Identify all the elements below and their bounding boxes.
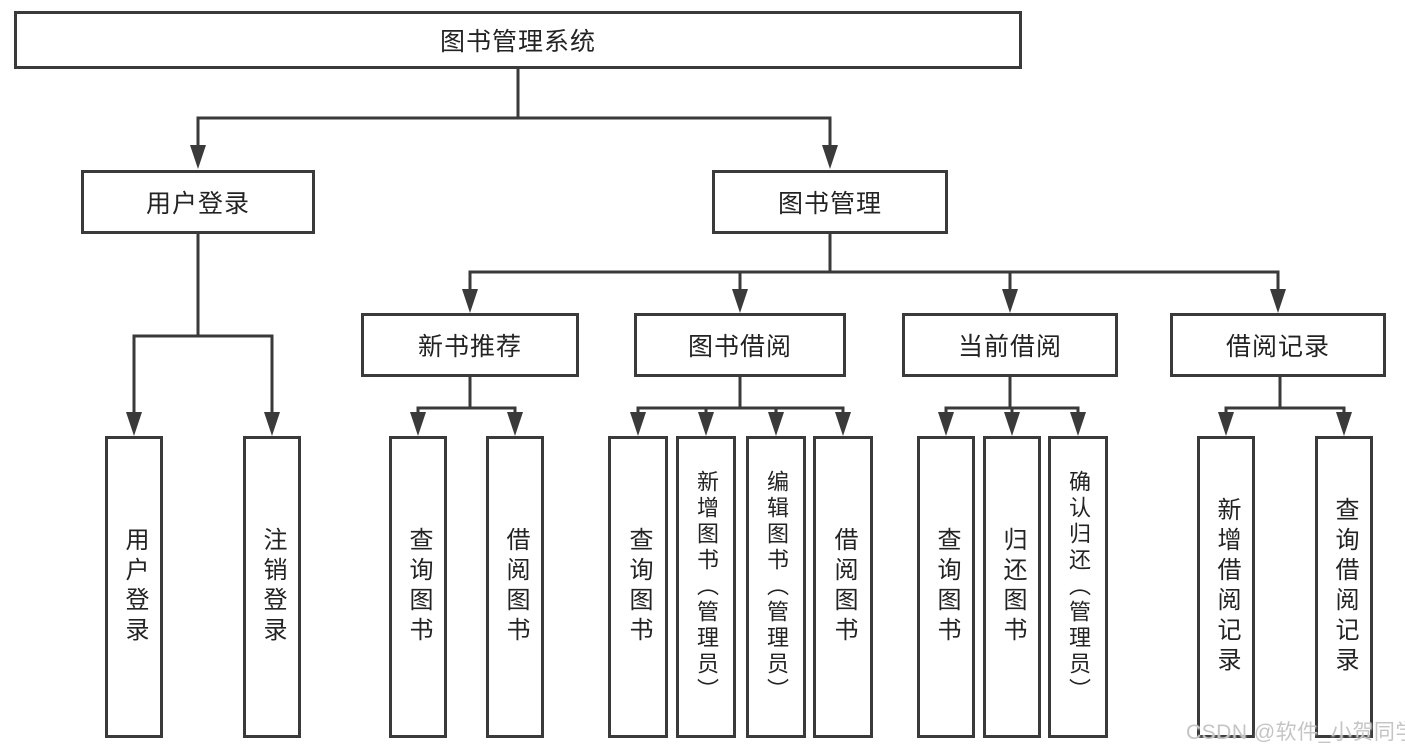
arrowhead	[264, 412, 280, 436]
arrowhead	[507, 412, 523, 436]
arrowheads	[126, 145, 1352, 436]
node-user-login: 用户登录	[81, 170, 315, 234]
edge-borrow-to-leaves	[636, 375, 845, 416]
leaf-query-books-borrow: 查询图书	[608, 436, 668, 738]
csdn-watermark: CSDN @软件_小贺同学	[1186, 721, 1405, 744]
arrowhead	[190, 145, 206, 169]
leaf-user-login: 用户登录	[105, 436, 163, 738]
arrowhead	[462, 289, 478, 313]
leaf-borrow-books-recommend: 借阅图书	[486, 436, 544, 738]
arrowhead	[1270, 289, 1286, 313]
edge-book-mgmt-to-level3	[468, 232, 1280, 293]
edge-current-to-leaves	[944, 375, 1080, 416]
leaf-query-borrow-record: 查询借阅记录	[1315, 436, 1373, 738]
arrowhead	[1002, 289, 1018, 313]
arrowhead	[1336, 412, 1352, 436]
leaf-logout: 注销登录	[243, 436, 301, 738]
arrowhead	[1218, 412, 1234, 436]
edge-user-login-to-leaves	[132, 232, 274, 416]
leaf-borrow-books: 借阅图书	[813, 436, 873, 738]
node-root-system: 图书管理系统	[14, 11, 1022, 69]
arrowhead	[835, 412, 851, 436]
edge-root-to-level2	[196, 67, 832, 148]
arrowhead	[822, 145, 838, 169]
leaf-confirm-return-admin: 确认归还（管理员）	[1048, 436, 1108, 738]
node-book-borrow: 图书借阅	[634, 313, 846, 377]
node-current-borrow: 当前借阅	[902, 313, 1118, 377]
node-book-management: 图书管理	[712, 170, 948, 234]
arrowhead	[1070, 412, 1086, 436]
arrowhead	[732, 289, 748, 313]
node-borrow-records: 借阅记录	[1170, 313, 1386, 377]
node-new-book-recommend: 新书推荐	[361, 313, 579, 377]
leaf-query-books-current: 查询图书	[917, 436, 975, 738]
leaf-add-book-admin: 新增图书（管理员）	[676, 436, 736, 738]
arrowhead	[410, 412, 426, 436]
edge-new-books-to-leaves	[416, 375, 517, 416]
arrowhead	[126, 412, 142, 436]
edge-records-to-leaves	[1224, 375, 1346, 416]
arrowhead	[630, 412, 646, 436]
leaf-edit-book-admin: 编辑图书（管理员）	[746, 436, 806, 738]
arrowhead	[698, 412, 714, 436]
connector-lines	[132, 67, 1346, 416]
leaf-query-books-recommend: 查询图书	[389, 436, 447, 738]
arrowhead	[768, 412, 784, 436]
leaf-return-books: 归还图书	[983, 436, 1041, 738]
arrowhead	[938, 412, 954, 436]
leaf-add-borrow-record: 新增借阅记录	[1197, 436, 1255, 738]
arrowhead	[1004, 412, 1020, 436]
